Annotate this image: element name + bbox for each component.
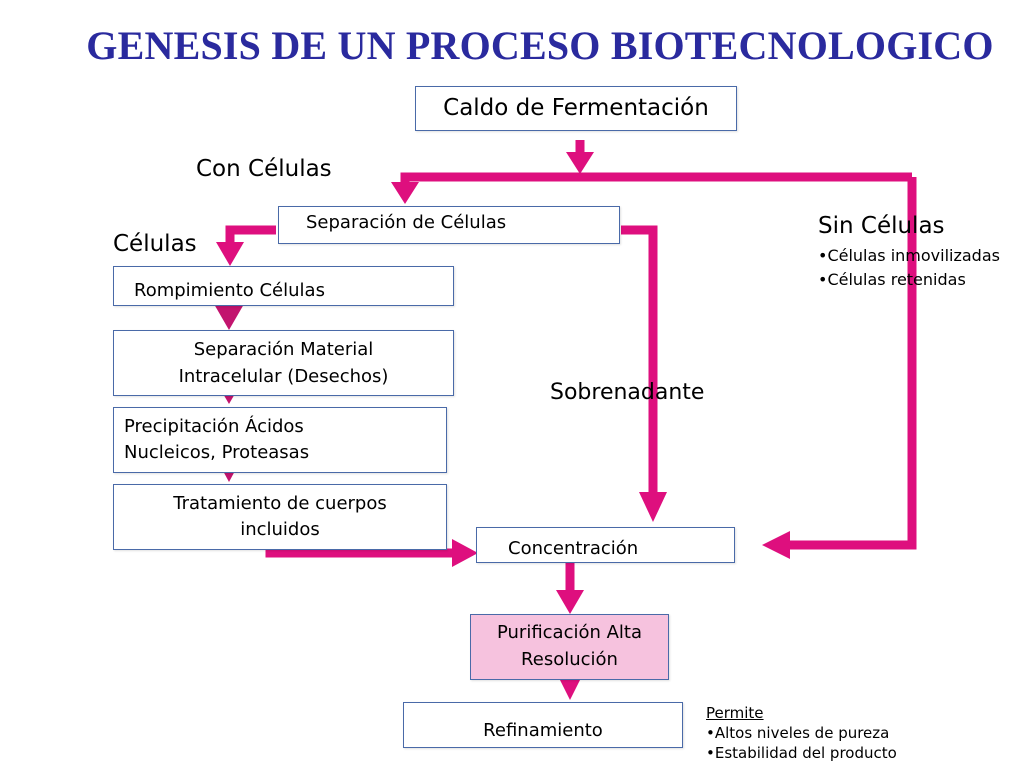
arrow-to-rompimiento	[225, 225, 276, 242]
precipitacion-line1: Precipitación Ácidos	[124, 416, 304, 437]
refinamiento-label: Refinamiento	[483, 720, 603, 741]
note-item-pureza: •Altos niveles de pureza	[706, 724, 890, 742]
arrowhead-separacion	[391, 182, 419, 204]
arrowhead-concentracion	[556, 590, 584, 614]
sin-celulas-label: Sin Células	[818, 213, 945, 239]
sin-celulas-item-inmovilizadas: •Células inmovilizadas	[818, 246, 1000, 265]
arrowhead-caldo	[566, 152, 594, 174]
tratamiento-line2: incluidos	[240, 519, 320, 540]
sobrenadante-label: Sobrenadante	[550, 380, 705, 405]
concentracion-label: Concentración	[508, 538, 639, 559]
arrowhead-sobrenadante	[639, 492, 667, 522]
arrow-sin-celulas-path	[790, 177, 917, 550]
arrow-sobrenadante-path	[621, 225, 658, 492]
note-item-estabilidad: •Estabilidad del producto	[706, 744, 897, 762]
purificacion-box	[470, 614, 669, 680]
arrowhead-sin-celulas	[762, 531, 790, 559]
separacion-celulas-label: Separación de Células	[306, 212, 507, 233]
purificacion-line1: Purificación Alta	[496, 622, 643, 643]
precipitacion-line2: Nucleicos, Proteasas	[124, 442, 310, 463]
tratamiento-line1: Tratamiento de cuerpos	[173, 493, 387, 514]
arrow-branch-horizontal	[400, 172, 912, 182]
note-heading: Permite	[706, 704, 764, 722]
rompimiento-label: Rompimiento Células	[134, 280, 325, 301]
precipitacion-box	[113, 407, 447, 473]
separacion-material-box	[113, 330, 454, 396]
sin-celulas-item-retenidas: •Células retenidas	[818, 270, 966, 289]
refinamiento-box	[403, 702, 683, 748]
con-celulas-label: Con Células	[196, 156, 332, 182]
separacion-material-line1: Separación Material	[193, 339, 374, 360]
concentracion-box	[476, 527, 735, 563]
arrowhead-tratamiento	[452, 539, 478, 567]
purificacion-line2: Resolución	[521, 649, 618, 670]
caldo-label: Caldo de Fermentación	[443, 95, 709, 121]
rompimiento-box	[113, 266, 454, 306]
chevron-rompimiento	[214, 304, 244, 330]
page-title: GENESIS DE UN PROCESO BIOTECNOLOGICO	[86, 23, 994, 68]
separacion-material-line2: Intracelular (Desechos)	[178, 366, 389, 387]
caldo-box	[415, 86, 737, 131]
celulas-label: Células	[113, 231, 197, 257]
separacion-celulas-box	[278, 206, 620, 244]
arrowhead-rompimiento	[216, 242, 244, 266]
tratamiento-box	[113, 484, 447, 550]
